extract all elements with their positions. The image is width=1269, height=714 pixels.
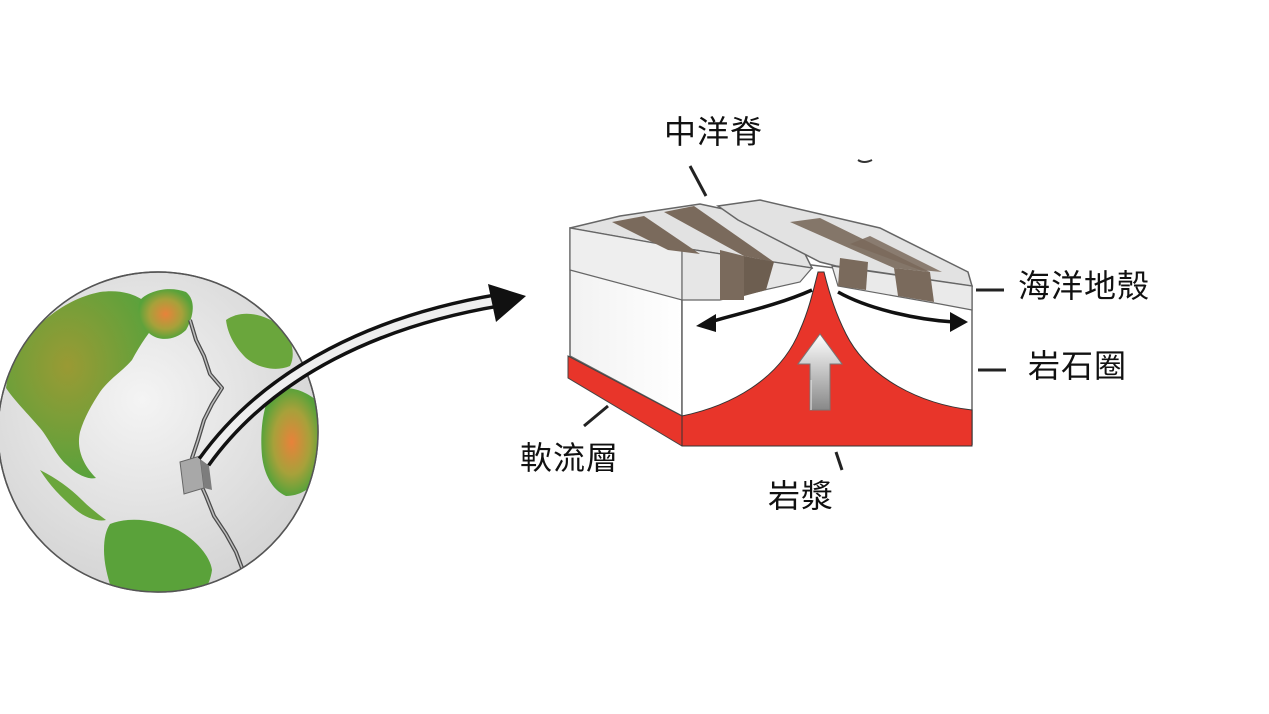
earth-globe-icon xyxy=(0,271,319,593)
south-america-landmass xyxy=(104,519,212,592)
stray-mark xyxy=(857,159,873,163)
greenland-landmass xyxy=(138,289,193,339)
central-america-landmass xyxy=(40,470,106,521)
lithosphere-label: 岩石圈 xyxy=(1028,347,1128,385)
leader-lines xyxy=(583,165,1006,471)
crust-band xyxy=(612,216,700,254)
africa-landmass xyxy=(261,388,318,496)
crust-band xyxy=(894,268,934,302)
crust-band xyxy=(720,250,744,300)
asthenosphere-label: 軟流層 xyxy=(520,439,620,477)
crust-band xyxy=(850,236,942,272)
ridge-block-diagram xyxy=(567,199,974,447)
ridge-leader-line xyxy=(688,165,708,197)
crust-band xyxy=(664,206,774,262)
crust-band xyxy=(838,258,868,290)
ridge-section-marker xyxy=(179,455,212,495)
north-america-landmass xyxy=(6,291,160,479)
up-arrow-icon xyxy=(797,333,843,411)
curved-arrow-icon xyxy=(197,284,526,467)
europe-landmass xyxy=(226,313,293,369)
ridge-label: 中洋脊 xyxy=(664,113,764,151)
arrow-head xyxy=(488,284,526,322)
magma-label: 岩漿 xyxy=(768,477,835,515)
double-arrow-icon xyxy=(696,288,968,332)
asthenosphere-leader-line xyxy=(583,404,609,428)
oceanic-crust-label: 海洋地殼 xyxy=(1018,267,1151,305)
magma-leader-line xyxy=(834,451,844,471)
crust-band xyxy=(744,256,774,296)
